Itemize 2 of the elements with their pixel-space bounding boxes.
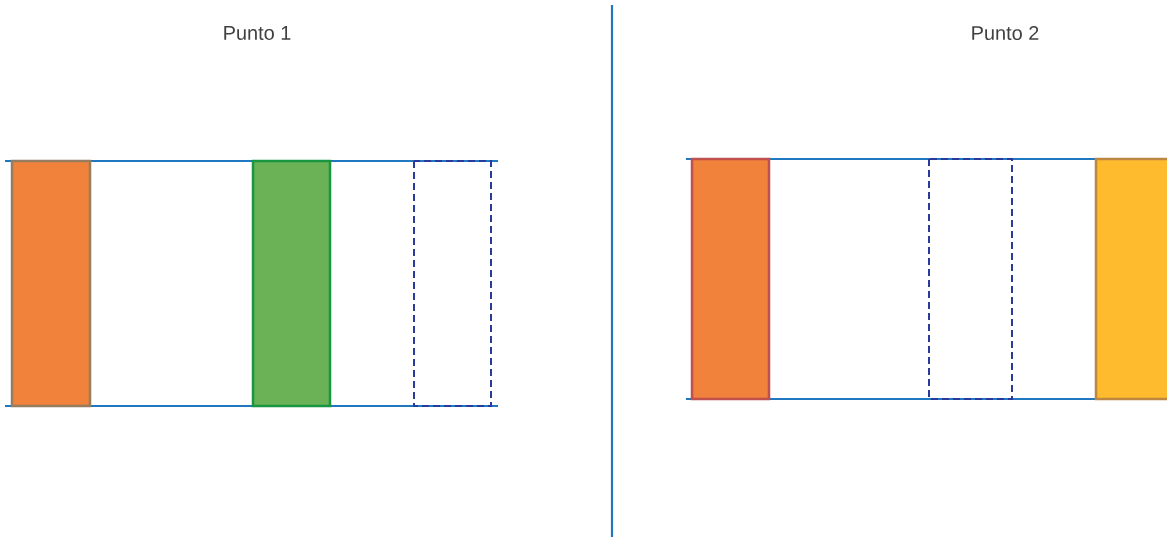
- heading: Punto 2: [972, 25, 1039, 41]
- heading: Punto 1: [224, 26, 291, 40]
